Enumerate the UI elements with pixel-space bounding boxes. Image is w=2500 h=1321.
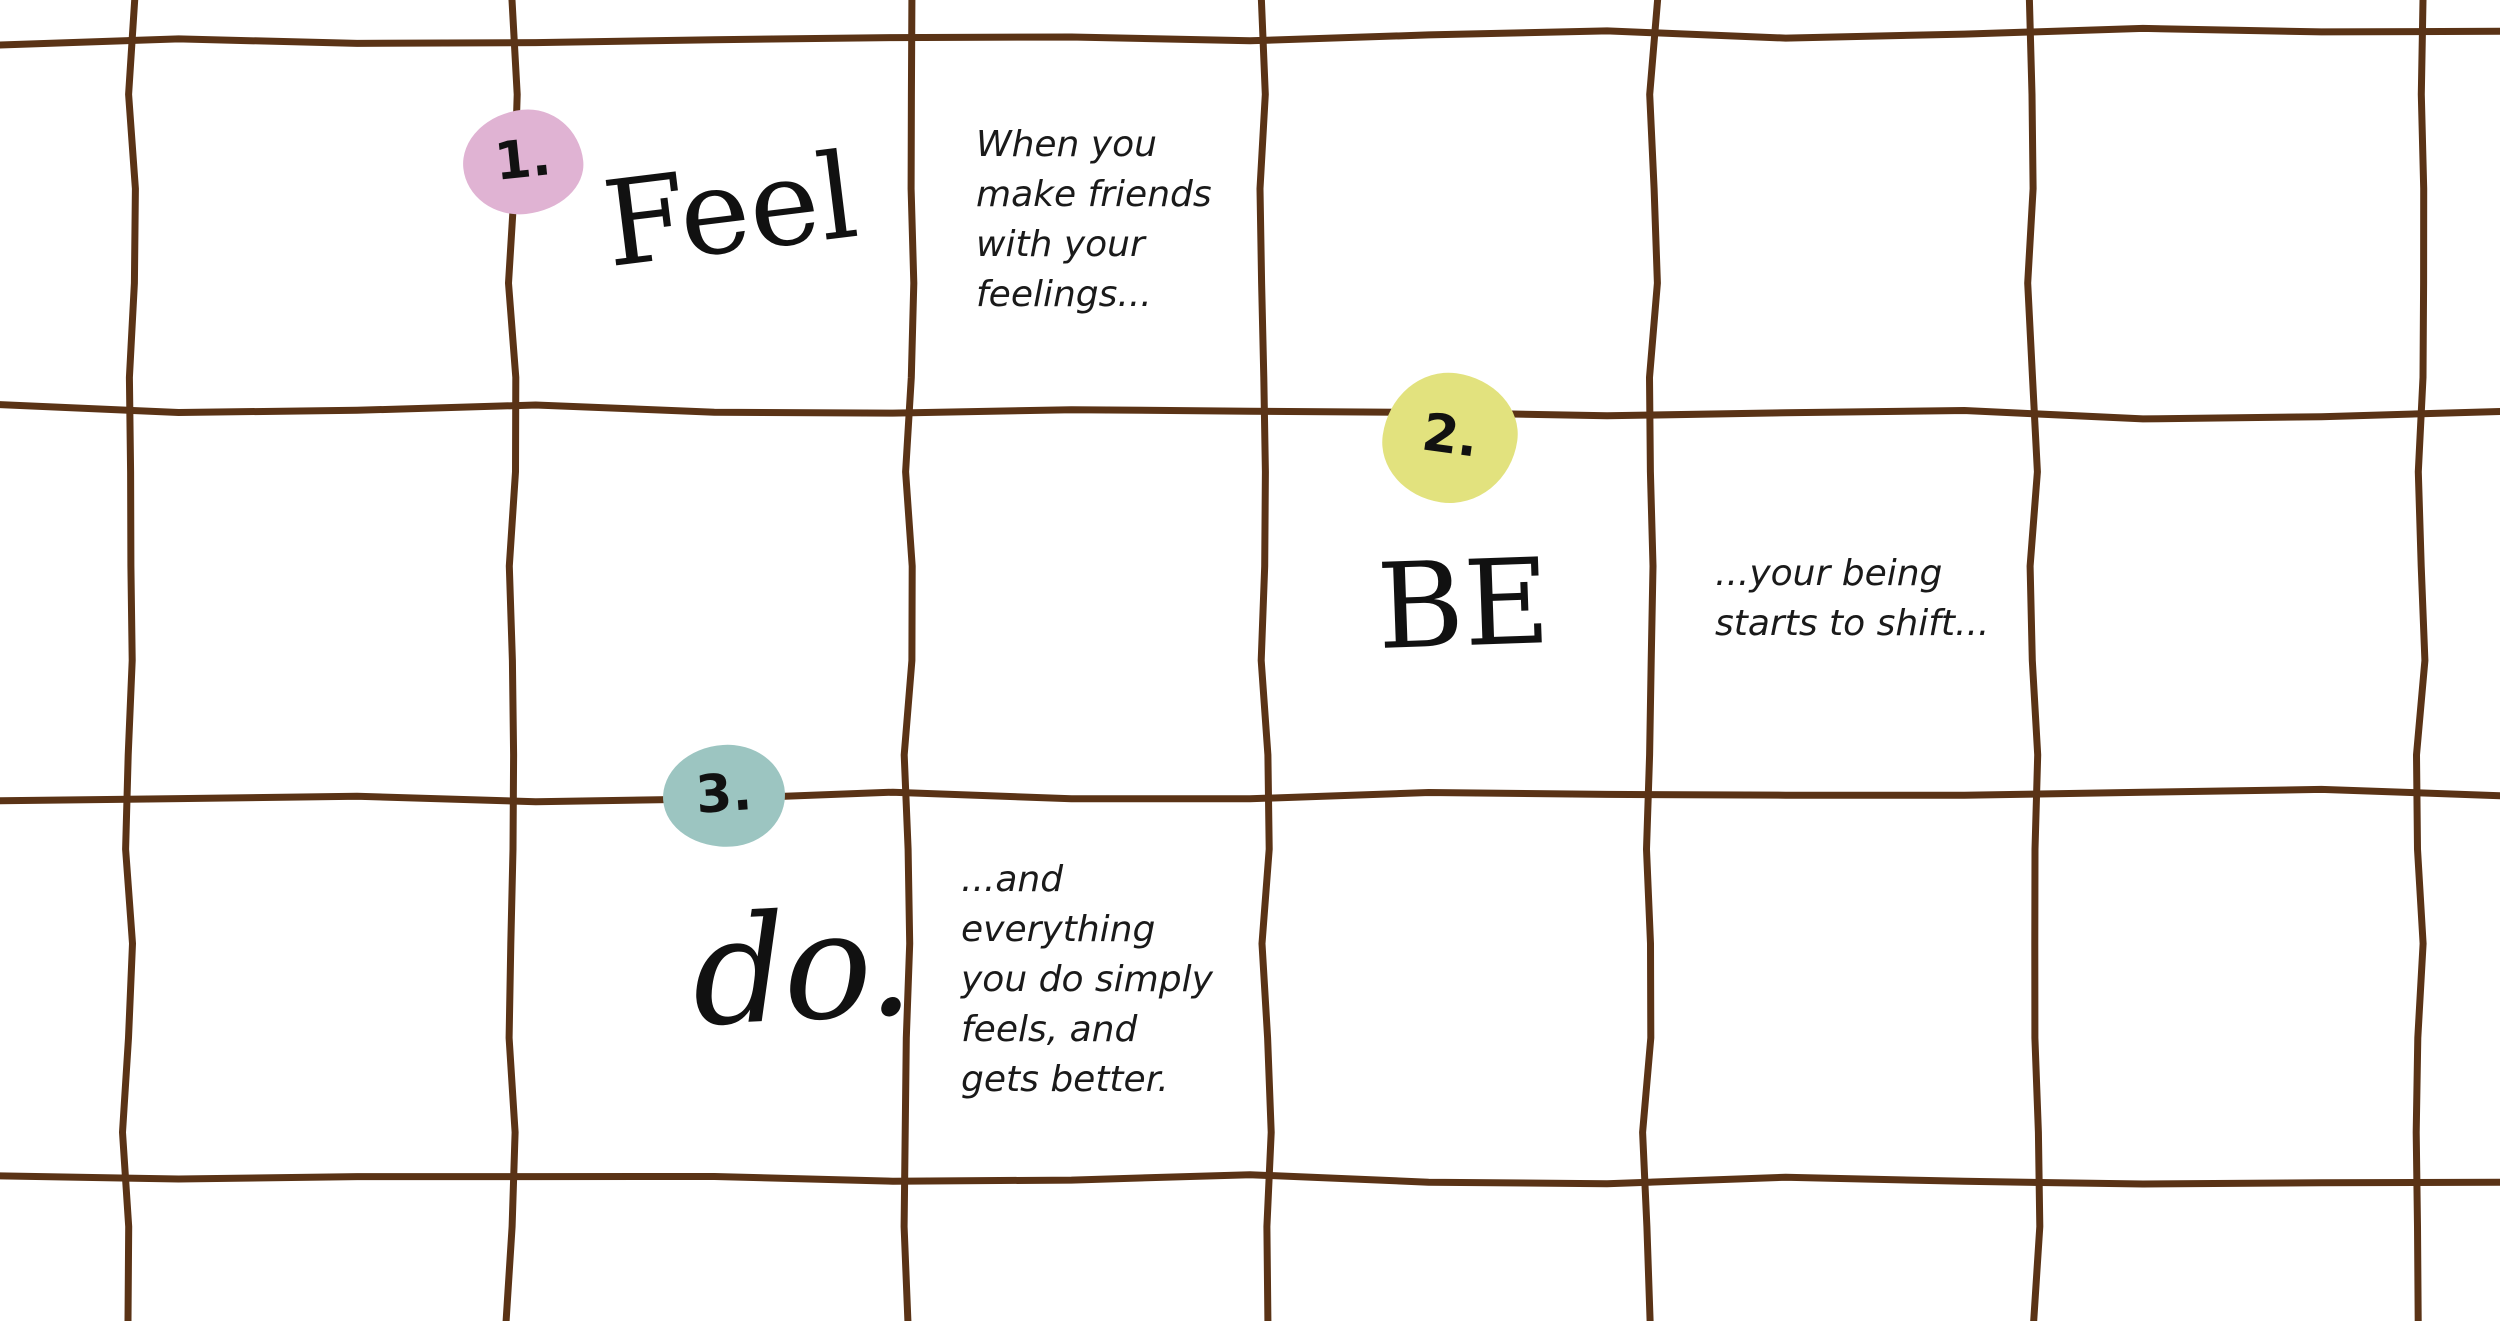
grid-line-horizontal bbox=[0, 1171, 2500, 1188]
step-1-word: Feel bbox=[596, 126, 865, 294]
grid-line-horizontal bbox=[0, 401, 2500, 423]
grid-line-vertical bbox=[2412, 0, 2429, 1321]
step-1-note: When you make friends with your feelings… bbox=[976, 124, 1212, 315]
grid-line-vertical bbox=[2024, 0, 2044, 1321]
step-2-word: BE bbox=[1374, 532, 1553, 676]
grid-line-horizontal bbox=[0, 785, 2500, 806]
grid-line-horizontal bbox=[0, 24, 2500, 49]
step-3-word: do. bbox=[687, 876, 913, 1060]
step-2-number: 2. bbox=[1418, 402, 1483, 470]
grid-line-vertical bbox=[1256, 0, 1275, 1321]
grid-line-vertical bbox=[502, 0, 521, 1321]
step-2-note: ...your being starts to shift... bbox=[1715, 553, 1990, 644]
step-3-note: ...and everything you do simply feels, a… bbox=[961, 859, 1213, 1100]
grid-line-vertical bbox=[118, 0, 139, 1321]
grid-line-vertical bbox=[1639, 0, 1662, 1321]
step-3-number: 3. bbox=[693, 762, 754, 826]
step-1-number: 1. bbox=[491, 127, 554, 193]
grid-line-vertical bbox=[900, 0, 918, 1321]
